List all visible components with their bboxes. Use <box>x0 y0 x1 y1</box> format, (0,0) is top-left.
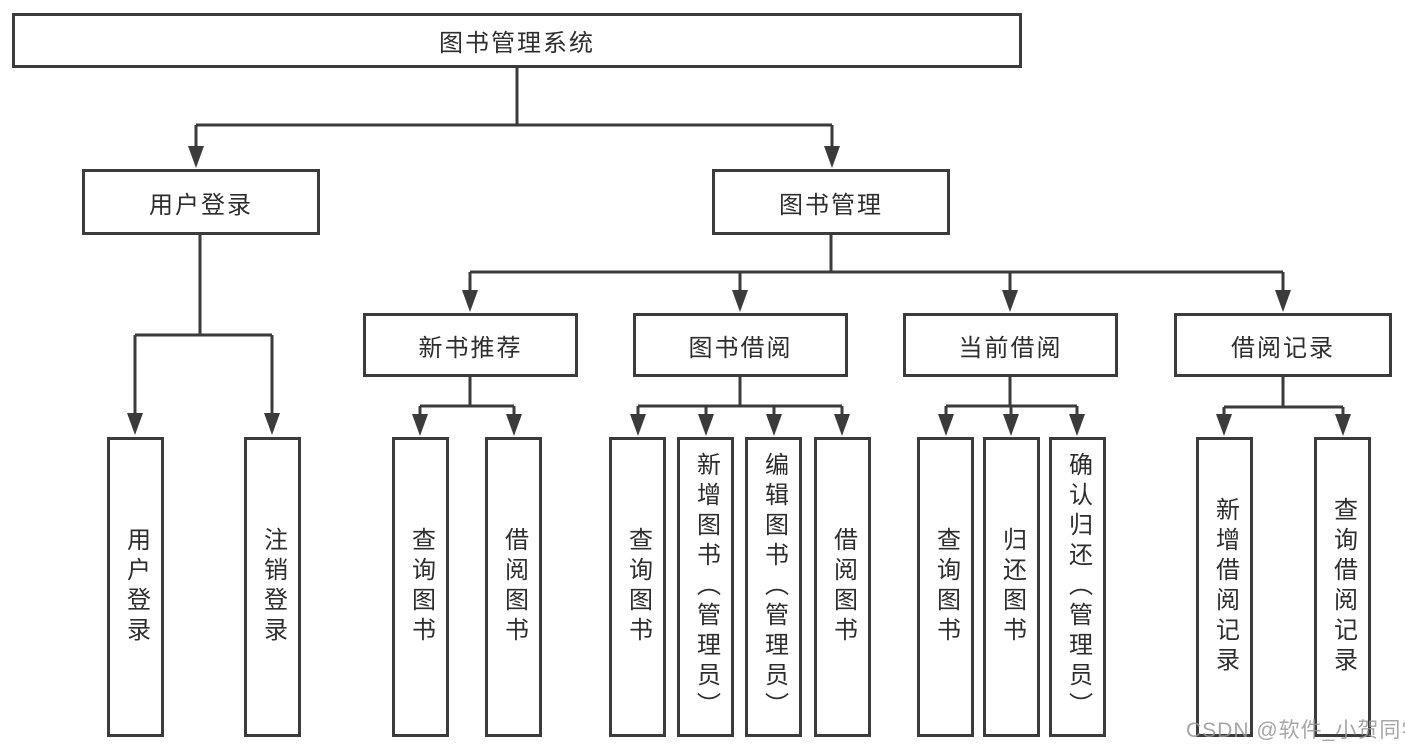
leaf-logout-label: 注销登录 <box>259 527 287 647</box>
leaf-nb-borrow-book-label: 借阅图书 <box>500 527 528 647</box>
connector-user-login-children <box>133 235 274 416</box>
node-new-book-recommend-label: 新书推荐 <box>418 334 523 362</box>
leaf-cb-confirm-return-label: 确认归还（管理员） <box>1064 452 1092 722</box>
arrowhead <box>506 414 522 436</box>
arrowhead <box>462 290 478 312</box>
arrowhead <box>698 414 714 436</box>
leaf-br-add-record: 新增借阅记录 <box>1196 437 1253 737</box>
connector-root-to-level2 <box>194 67 834 148</box>
leaf-bb-add-book-label: 新增图书（管理员） <box>692 452 720 722</box>
leaf-cb-query-book: 查询图书 <box>917 437 974 737</box>
leaf-bb-edit-book: 编辑图书（管理员） <box>745 437 802 737</box>
leaf-cb-confirm-return: 确认归还（管理员） <box>1049 437 1106 737</box>
arrowhead <box>1275 290 1291 312</box>
node-borrow-records-label: 借阅记录 <box>1231 334 1335 362</box>
watermark: CSDN @软件_小贺同学 <box>1186 719 1405 742</box>
arrowhead <box>412 414 428 436</box>
node-book-borrow: 图书借阅 <box>633 313 848 377</box>
leaf-nb-borrow-book: 借阅图书 <box>485 437 542 737</box>
node-root-label: 图书管理系统 <box>439 30 595 57</box>
arrowhead <box>1069 414 1085 436</box>
arrowhead <box>938 414 954 436</box>
node-root: 图书管理系统 <box>12 13 1022 68</box>
arrowhead <box>732 290 748 312</box>
leaf-bb-borrow-book: 借阅图书 <box>814 437 871 737</box>
node-book-management-label: 图书管理 <box>779 191 883 219</box>
connector-borrow-records-children <box>1222 377 1345 417</box>
node-book-management: 图书管理 <box>712 169 950 235</box>
connector-book-management-children <box>468 235 1285 293</box>
arrowhead <box>1003 414 1019 436</box>
leaf-nb-query-book-label: 查询图书 <box>407 527 435 647</box>
leaf-br-query-record-label: 查询借阅记录 <box>1329 497 1357 677</box>
arrowhead <box>264 413 280 435</box>
leaf-bb-borrow-book-label: 借阅图书 <box>829 527 857 647</box>
node-book-borrow-label: 图书借阅 <box>688 334 793 362</box>
arrowhead <box>1335 414 1351 436</box>
connector-new-book-recommend-children <box>418 377 516 417</box>
node-borrow-records: 借阅记录 <box>1174 313 1392 377</box>
leaf-br-query-record: 查询借阅记录 <box>1314 437 1371 737</box>
leaf-cb-return-book-label: 归还图书 <box>998 527 1026 647</box>
leaf-bb-edit-book-label: 编辑图书（管理员） <box>760 452 788 722</box>
arrowhead <box>834 414 850 436</box>
leaf-bb-add-book: 新增图书（管理员） <box>677 437 734 737</box>
node-new-book-recommend: 新书推荐 <box>363 313 578 377</box>
arrowhead <box>766 414 782 436</box>
arrowhead <box>188 146 204 168</box>
leaf-bb-query-book-label: 查询图书 <box>624 527 652 647</box>
arrowhead <box>1002 290 1018 312</box>
arrowhead <box>1216 414 1232 436</box>
node-current-borrow-label: 当前借阅 <box>958 334 1063 362</box>
leaf-br-add-record-label: 新增借阅记录 <box>1211 497 1239 677</box>
connector-current-borrow-children <box>944 377 1079 417</box>
leaf-logout: 注销登录 <box>244 437 301 737</box>
node-current-borrow: 当前借阅 <box>903 313 1118 377</box>
leaf-nb-query-book: 查询图书 <box>392 437 449 737</box>
leaf-user-login: 用户登录 <box>107 437 164 737</box>
leaf-bb-query-book: 查询图书 <box>609 437 666 737</box>
node-user-login: 用户登录 <box>82 169 320 235</box>
connector-book-borrow-children <box>636 377 844 417</box>
leaf-user-login-label: 用户登录 <box>122 527 150 647</box>
arrowhead <box>824 146 840 168</box>
node-user-login-label: 用户登录 <box>149 191 253 219</box>
arrowhead <box>127 413 143 435</box>
leaf-cb-query-book-label: 查询图书 <box>932 527 960 647</box>
leaf-cb-return-book: 归还图书 <box>983 437 1040 737</box>
arrowhead <box>630 414 646 436</box>
